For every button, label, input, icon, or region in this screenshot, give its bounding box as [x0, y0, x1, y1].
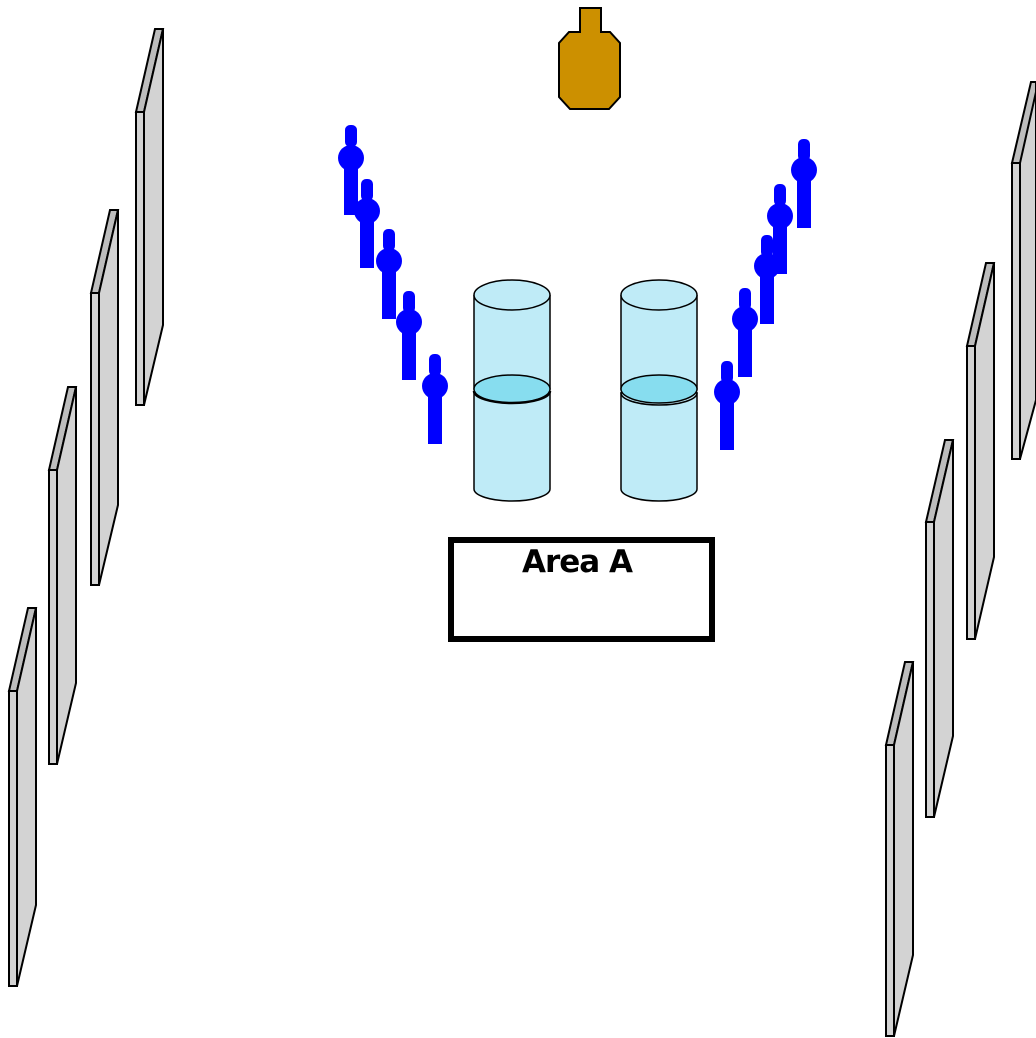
left-shooters: [338, 125, 448, 444]
shooter-silhouette-icon: [732, 288, 758, 377]
cardboard-target-icon: [558, 7, 621, 110]
wall-panel: [47, 386, 78, 765]
shooter-silhouette-icon: [422, 354, 448, 444]
barrel-icon: [472, 279, 552, 502]
area-box: Area A: [448, 537, 715, 642]
shooter-silhouette-icon: [767, 184, 793, 274]
shooter-silhouette-icon: [754, 235, 780, 324]
wall-panel: [89, 209, 120, 586]
wall-panel: [1010, 81, 1036, 460]
barrel-icon: [620, 279, 698, 502]
wall-panel: [965, 262, 996, 640]
left-walls: [7, 28, 165, 987]
wall-panel: [7, 607, 38, 987]
wall-panel: [134, 28, 165, 406]
wall-panel: [884, 661, 915, 1037]
right-shooters: [714, 139, 817, 450]
wall-panel: [924, 439, 955, 818]
shooter-silhouette-icon: [376, 229, 402, 319]
shooter-silhouette-icon: [396, 291, 422, 380]
shooter-silhouette-icon: [354, 179, 380, 268]
area-label: Area A: [522, 544, 633, 580]
shooter-silhouette-icon: [338, 125, 364, 215]
right-walls: [884, 81, 1036, 1037]
shooter-silhouette-icon: [791, 139, 817, 228]
shooter-silhouette-icon: [714, 361, 740, 450]
